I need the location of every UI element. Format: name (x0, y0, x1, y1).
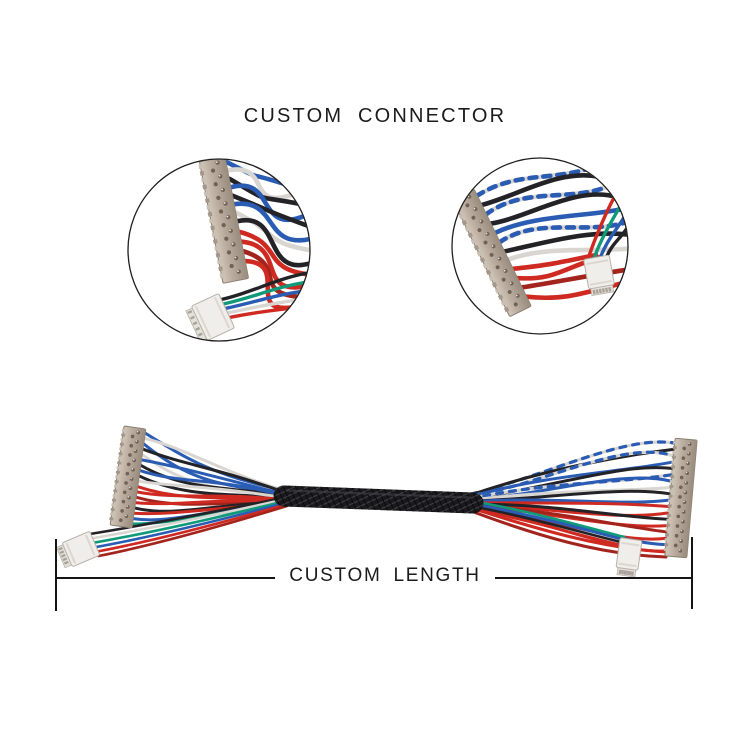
wire-blue (497, 219, 628, 245)
board-connector-inset-left (198, 159, 249, 284)
wire-blue (492, 206, 626, 236)
inset-right-connector-closeup (451, 157, 629, 335)
wire-black (469, 502, 670, 521)
wire-black (230, 193, 310, 229)
small-connector-bottom-right (615, 537, 643, 578)
wire-white (136, 479, 290, 500)
wire-fan-right (469, 440, 676, 559)
board-connector-inset-right (452, 189, 532, 317)
inset-right-circle-outline (451, 157, 629, 335)
page-title: CUSTOM CONNECTOR (243, 105, 507, 127)
small-connector-inset-right (583, 254, 615, 297)
wire-red (510, 252, 599, 272)
cable-assembly (55, 425, 698, 578)
wire-blue (483, 183, 611, 217)
wire-redDark (97, 504, 289, 558)
wire-red (469, 506, 669, 554)
wire-red (243, 258, 296, 311)
wire-black (138, 463, 290, 498)
length-label: CUSTOM LENGTH (275, 565, 495, 587)
wire-black (479, 173, 602, 208)
wire-white (90, 497, 289, 540)
wire-blue (138, 468, 290, 499)
inset-left-connector-closeup (127, 158, 311, 342)
wire-teal (218, 280, 310, 307)
wire-blue (469, 502, 627, 542)
wire-black (141, 447, 290, 495)
wire-red (222, 306, 295, 321)
wire-black (488, 192, 620, 226)
wire-white (221, 298, 301, 316)
dimension-annotation (55, 537, 693, 611)
braided-sleeve (273, 485, 484, 514)
wire-teal (92, 499, 289, 545)
wire-blue (232, 201, 310, 243)
wire-fan-left (88, 431, 290, 558)
wire-black (469, 504, 628, 545)
wire-black (235, 217, 310, 268)
wire-red (239, 239, 309, 290)
small-connector-inset-left (185, 293, 235, 341)
connector-right (663, 437, 698, 559)
wire-blue (220, 289, 306, 311)
wire-black (88, 495, 289, 536)
wire-red (135, 490, 290, 502)
wire-white (225, 167, 297, 201)
wire-white (483, 183, 611, 217)
wire-white (505, 246, 628, 262)
wire-red (95, 502, 289, 553)
wire-black (217, 271, 310, 302)
small-connector-bottom-left (55, 531, 100, 569)
wire-red (237, 229, 310, 277)
connector-left (109, 425, 147, 529)
wire-blue (469, 460, 674, 499)
wire-blue (469, 498, 671, 504)
wire-redDark (519, 267, 628, 290)
wire-blue (474, 166, 591, 199)
wire-redDark (469, 509, 668, 559)
wire-red (469, 501, 671, 509)
inset-left-circle-outline (127, 158, 311, 342)
small-connector-wires-inset-left (217, 271, 310, 321)
wire-red (587, 193, 618, 258)
wire-white (469, 485, 672, 502)
wire-black (501, 231, 628, 254)
wire-blue (139, 458, 290, 497)
wire-teal (469, 499, 626, 539)
wire-blue (93, 501, 289, 549)
